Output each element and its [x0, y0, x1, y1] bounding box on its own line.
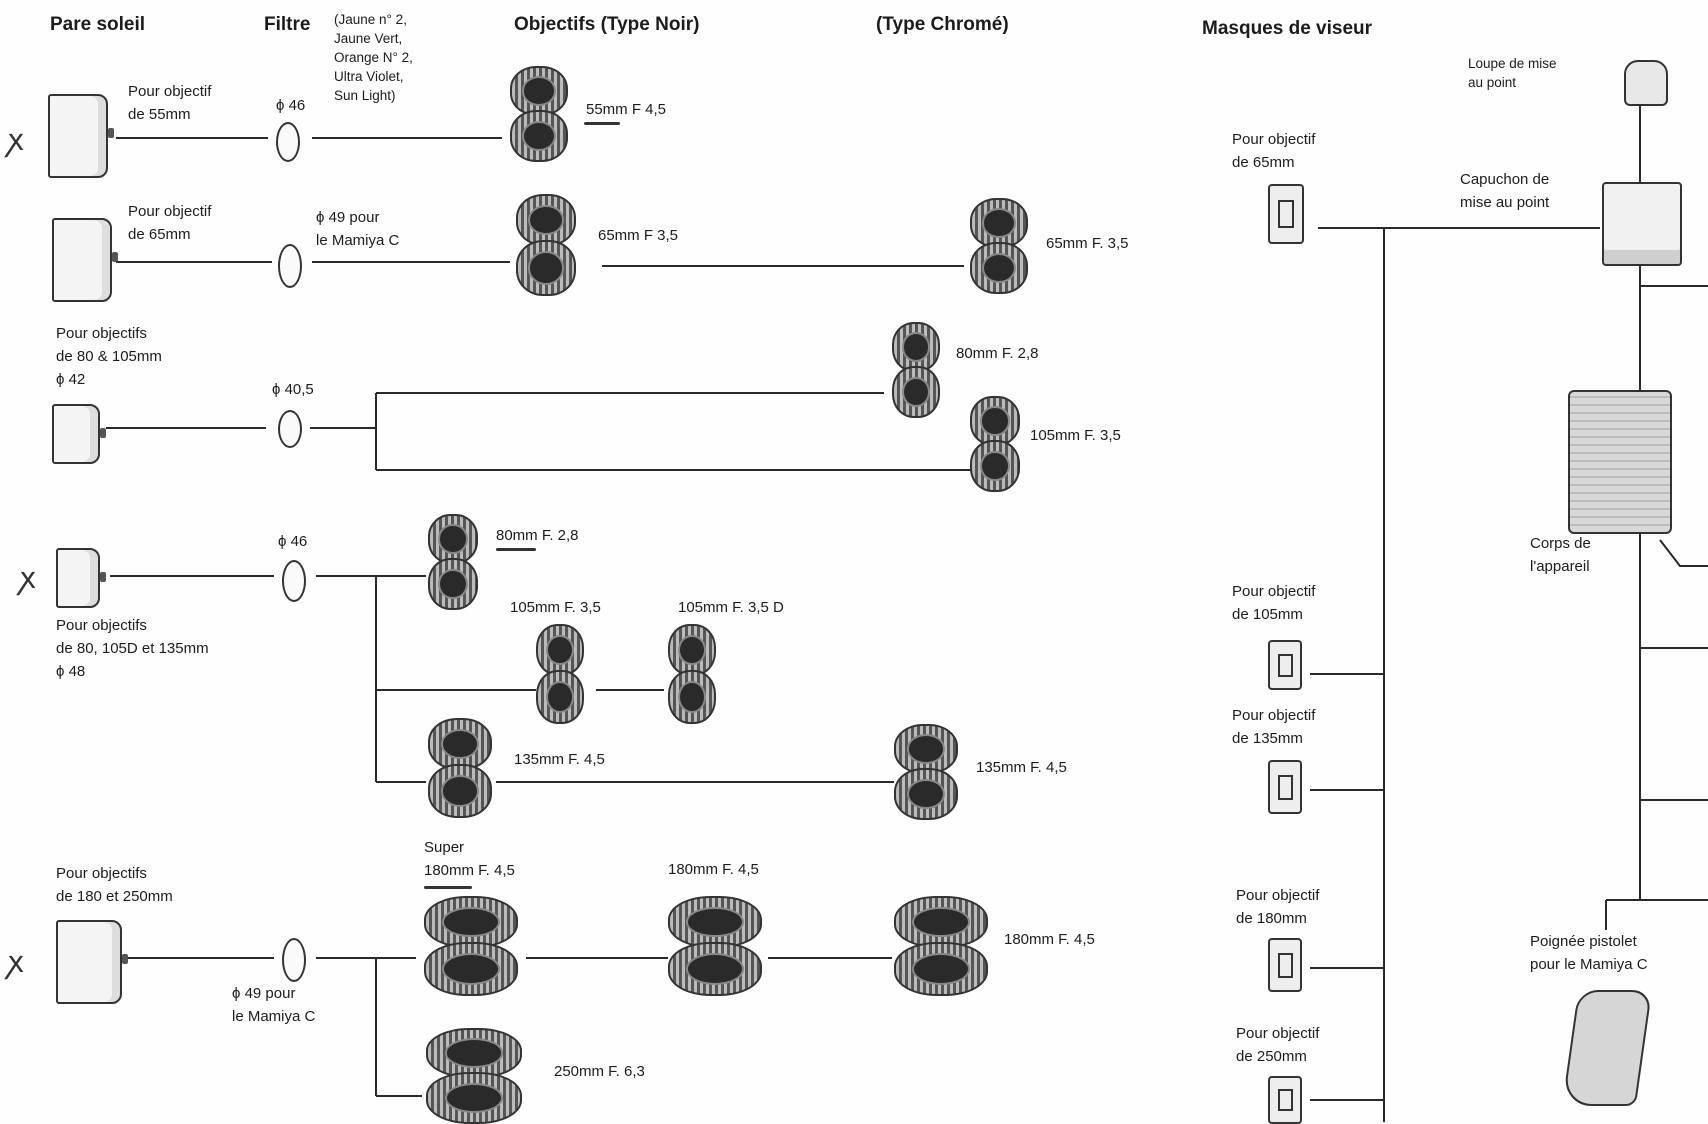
filter-label-3: ϕ 40,5 [272, 378, 314, 401]
lens-180mm-chrome [894, 896, 990, 996]
viewfinder-mask-65mm [1268, 184, 1304, 244]
lens-label-105mm-d: 105mm F. 3,5 D [678, 596, 784, 619]
lens-hood-65mm [52, 218, 112, 302]
focusing-hood [1602, 182, 1682, 266]
lens-135mm-noir [428, 718, 494, 818]
underline-mark [584, 122, 620, 125]
header-objectifs-type-noir: Objectifs (Type Noir) [514, 14, 699, 36]
lens-label-105mm-noir: 105mm F. 3,5 [510, 596, 601, 619]
filter-ring-46 [276, 122, 300, 162]
lens-hood-180-250mm [56, 920, 122, 1004]
lens-label-65mm-noir: 65mm F 3,5 [598, 224, 678, 247]
camera-body [1568, 390, 1672, 534]
underline-mark [496, 548, 536, 551]
viewfinder-mask-105mm [1268, 640, 1302, 690]
lens-180mm-noir [668, 896, 764, 996]
lens-label-65mm-chrome: 65mm F. 3,5 [1046, 232, 1129, 255]
lens-80mm-chrome [892, 322, 940, 418]
filter-ring-46b [282, 560, 306, 602]
filter-ring-49b [282, 938, 306, 982]
lens-65mm-noir [516, 194, 580, 294]
header-filtre: Filtre [264, 14, 310, 36]
lens-super-180mm [424, 896, 520, 996]
lens-105mm-chrome [970, 396, 1020, 492]
header-pare-soleil: Pare soleil [50, 14, 145, 36]
focusing-loupe [1624, 60, 1668, 106]
header-masques-de-viseur: Masques de viseur [1202, 18, 1372, 40]
filter-label-1: ϕ 46 [276, 94, 305, 117]
filter-ring-49 [278, 244, 302, 288]
pen-mark: ꭗ [8, 940, 24, 981]
lens-label-180mm-chrome: 180mm F. 4,5 [1004, 928, 1095, 951]
viewfinder-mask-135mm [1268, 760, 1302, 814]
pen-mark: ꭗ [20, 556, 36, 597]
filter-label-4: ϕ 46 [278, 530, 307, 553]
lens-105mm-noir [536, 624, 584, 724]
lens-label-80mm-chrome: 80mm F. 2,8 [956, 342, 1039, 365]
filtre-note: (Jaune n° 2, Jaune Vert, Orange N° 2, Ul… [334, 10, 413, 105]
lens-135mm-chrome [894, 724, 960, 820]
lens-label-135mm-chrome: 135mm F. 4,5 [976, 756, 1067, 779]
lens-105mm-d [668, 624, 716, 724]
underline-mark [424, 886, 472, 889]
viewfinder-mask-250mm [1268, 1076, 1302, 1124]
lens-label-55mm: 55mm F 4,5 [586, 98, 666, 121]
lens-label-105mm-chrome: 105mm F. 3,5 [1030, 424, 1121, 447]
lens-label-135mm-noir: 135mm F. 4,5 [514, 748, 605, 771]
lens-hood-55mm [48, 94, 108, 178]
pen-mark: ꭗ [8, 118, 24, 159]
lens-label-250mm: 250mm F. 6,3 [554, 1060, 645, 1083]
lens-80mm-noir [428, 514, 478, 610]
viewfinder-mask-180mm [1268, 938, 1302, 992]
lens-hood-80-105mm [52, 404, 100, 464]
lens-label-180mm-noir: 180mm F. 4,5 [668, 858, 759, 881]
filter-ring-40-5 [278, 410, 302, 448]
lens-label-80mm-noir: 80mm F. 2,8 [496, 524, 579, 547]
lens-55mm [510, 66, 570, 162]
header-type-chrome: (Type Chromé) [876, 14, 1009, 36]
lens-65mm-chrome [970, 198, 1030, 294]
lens-250mm [426, 1028, 524, 1122]
lens-hood-80-135mm [56, 548, 100, 608]
